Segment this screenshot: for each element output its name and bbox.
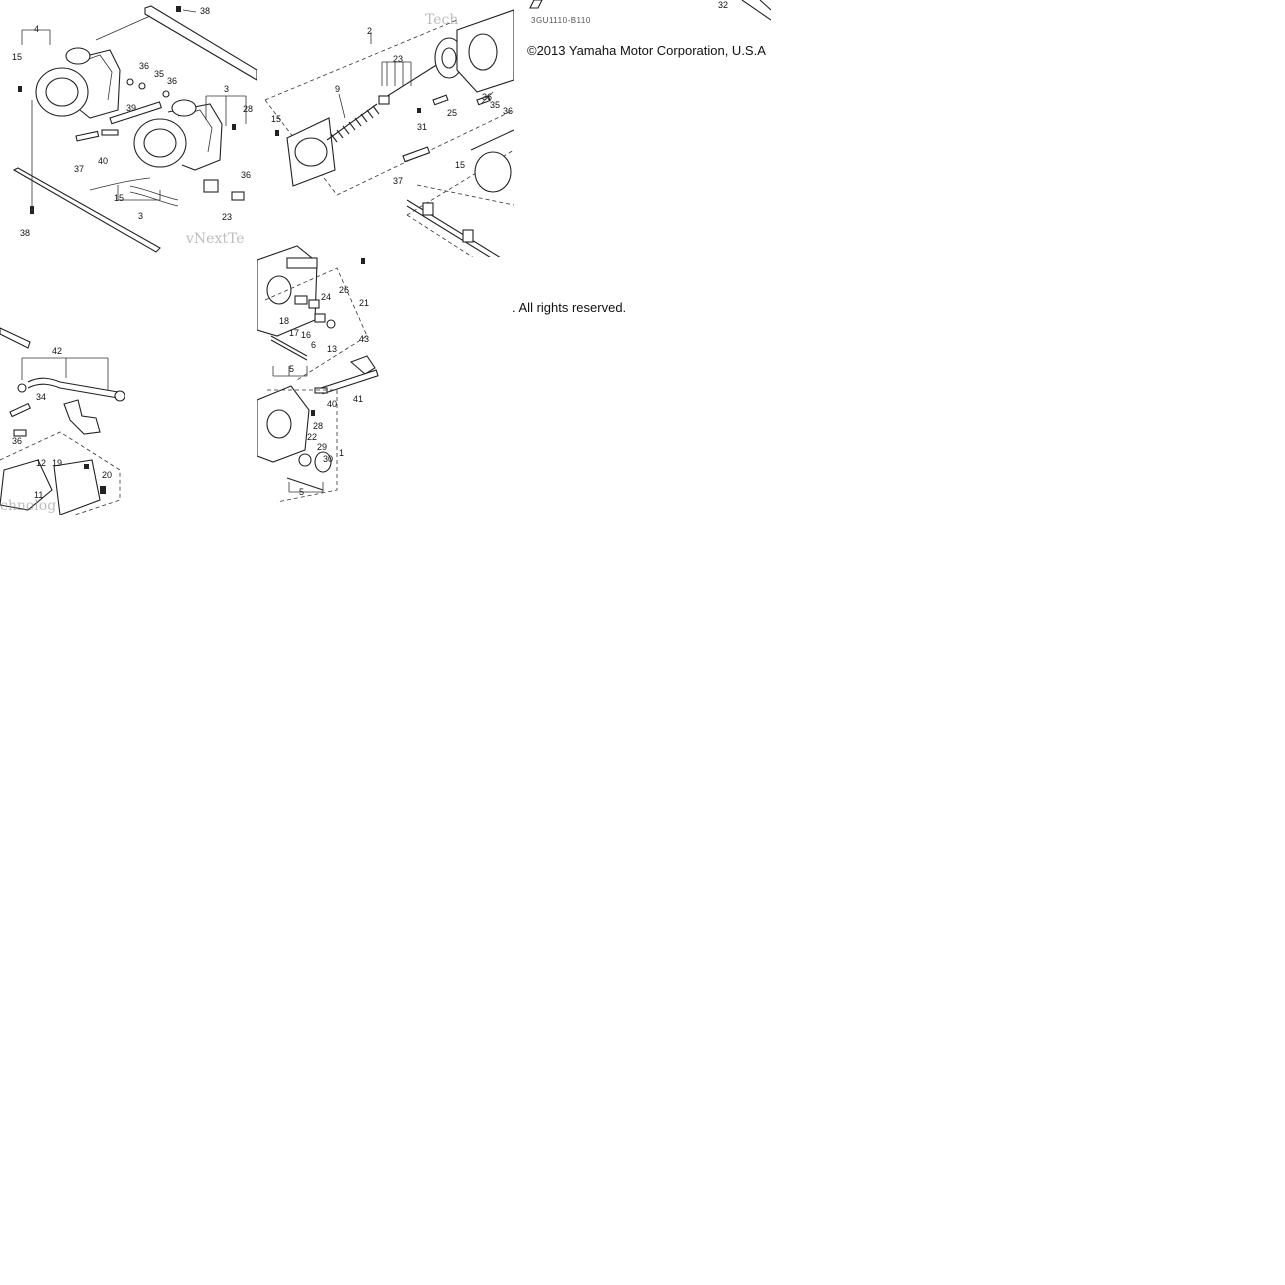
callout-1: 1	[339, 448, 344, 458]
callout-38: 38	[200, 6, 210, 16]
callout-37: 37	[74, 164, 84, 174]
diaphragm-detail-drawing: 2 23 9 15 31 25 36 35 36 37 15 Tech	[264, 9, 514, 257]
callout-16: 16	[301, 330, 311, 340]
callout-36: 36	[167, 76, 177, 86]
callout-35: 35	[154, 69, 164, 79]
callout-17: 17	[289, 328, 299, 338]
callout-32: 32	[718, 0, 728, 10]
callout-23: 23	[222, 212, 232, 222]
callout-40: 40	[98, 156, 108, 166]
diagram-tile-carburetor-assembly: 4 15 38 36 35 36 39 3 28 37 40 15 3 36 2…	[0, 0, 257, 257]
callout-15: 15	[271, 114, 281, 124]
callout-25: 25	[447, 108, 457, 118]
callout-15: 15	[12, 52, 22, 62]
copyright-text: ©2013 Yamaha Motor Corporation, U.S.A	[527, 43, 766, 58]
callout-22: 22	[307, 432, 317, 442]
callout-15: 15	[114, 193, 124, 203]
callout-30: 30	[323, 454, 333, 464]
diagram-tile-carb-detail: 26 21 24 18 17 16 6 13 5 43 40 41 28 22 …	[257, 240, 382, 515]
callout-20: 20	[102, 470, 112, 480]
callout-12: 12	[36, 458, 46, 468]
callout-21: 21	[359, 298, 369, 308]
callout-36: 36	[12, 436, 22, 446]
callout-4: 4	[34, 24, 39, 34]
callout-42: 42	[52, 346, 62, 356]
callout-5: 5	[289, 364, 294, 374]
callout-3: 3	[138, 211, 143, 221]
callout-13: 13	[327, 344, 337, 354]
callout-29: 29	[317, 442, 327, 452]
callout-26: 26	[339, 285, 349, 295]
callout-5: 5	[299, 487, 304, 497]
callout-19: 19	[52, 458, 62, 468]
watermark: Tech	[425, 12, 458, 28]
callout-36: 36	[482, 92, 492, 102]
callout-35: 35	[490, 100, 500, 110]
rights-text: . All rights reserved.	[512, 300, 627, 315]
bracket-parts-drawing: 42 34 36 12 19 20 11 chnolog	[0, 327, 125, 515]
watermark: vNextTe	[185, 231, 245, 247]
callout-40: 40	[327, 399, 337, 409]
callout-28: 28	[243, 104, 253, 114]
callout-31: 31	[417, 122, 427, 132]
callout-36: 36	[139, 61, 149, 71]
callout-3: 3	[224, 84, 229, 94]
callout-2: 2	[367, 26, 372, 36]
callout-41: 41	[353, 394, 363, 404]
callout-38: 38	[20, 228, 30, 238]
carburetor-assembly-drawing: 4 15 38 36 35 36 39 3 28 37 40 15 3 36 2…	[12, 5, 257, 253]
callout-28: 28	[313, 421, 323, 431]
carb-detail-drawing: 26 21 24 18 17 16 6 13 5 43 40 41 28 22 …	[257, 245, 379, 503]
callout-36: 36	[503, 106, 513, 116]
callout-15: 15	[455, 160, 465, 170]
callout-11: 11	[34, 490, 43, 500]
callout-34: 34	[36, 392, 46, 402]
callout-18: 18	[279, 316, 289, 326]
callout-9: 9	[335, 84, 340, 94]
watermark: chnolog	[0, 498, 56, 514]
diagram-tile-diaphragm-detail: 2 23 9 15 31 25 36 35 36 37 15 Tech	[257, 0, 514, 257]
callout-43: 43	[359, 334, 369, 344]
callout-23: 23	[393, 54, 403, 64]
callout-6: 6	[311, 340, 316, 350]
diagram-tile-bracket-parts: 42 34 36 12 19 20 11 chnolog	[0, 320, 125, 515]
diagram-tile-corner-fragment: 32	[514, 0, 771, 28]
spring-icon	[326, 103, 380, 143]
callout-39: 39	[126, 103, 136, 113]
callout-36: 36	[241, 170, 251, 180]
callout-24: 24	[321, 292, 331, 302]
diagram-code: 3GU1110-B110	[531, 16, 591, 25]
corner-fragment-drawing: 32	[529, 0, 771, 21]
callout-37: 37	[393, 176, 403, 186]
